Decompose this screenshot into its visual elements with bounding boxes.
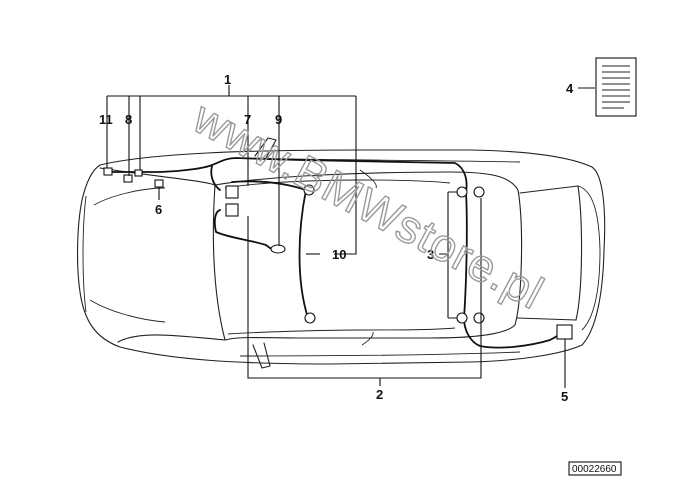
control-unit-7a — [225, 185, 239, 199]
callout-6: 6 — [155, 202, 162, 217]
watermark: www.BMWstore.pl — [184, 90, 552, 319]
callout-4: 4 — [566, 81, 574, 96]
door-contact-front-left — [303, 184, 315, 196]
documentation-icon — [595, 57, 637, 117]
reference-number-box: 00022660 — [568, 461, 622, 476]
callout-9: 9 — [275, 112, 282, 127]
connector-6 — [154, 179, 164, 188]
reference-number: 00022660 — [572, 464, 617, 475]
callout-labels: 1 2 3 4 5 6 7 8 9 10 11 — [99, 72, 574, 404]
connector-8b — [134, 169, 143, 177]
wiring-harness — [103, 157, 573, 349]
callout-11: 11 — [99, 112, 113, 127]
door-contact-rear-left-a — [456, 186, 468, 198]
connector-11 — [103, 167, 113, 176]
sensor-9 — [270, 244, 286, 254]
callout-7: 7 — [244, 112, 251, 127]
callout-3: 3 — [427, 247, 434, 262]
callout-10: 10 — [332, 247, 346, 262]
door-contact-rear-left-b — [473, 186, 485, 198]
door-contact-rear-right-a — [456, 312, 468, 324]
leader-lines — [106, 85, 595, 388]
door-contact-front-right — [304, 312, 316, 324]
callout-8: 8 — [125, 112, 132, 127]
control-unit-7b — [225, 203, 239, 217]
connector-5 — [556, 324, 573, 340]
connector-8a — [123, 174, 133, 183]
callout-2: 2 — [376, 387, 383, 402]
door-contact-rear-right-b — [473, 312, 485, 324]
callout-1: 1 — [224, 72, 231, 87]
callout-5: 5 — [561, 389, 568, 404]
